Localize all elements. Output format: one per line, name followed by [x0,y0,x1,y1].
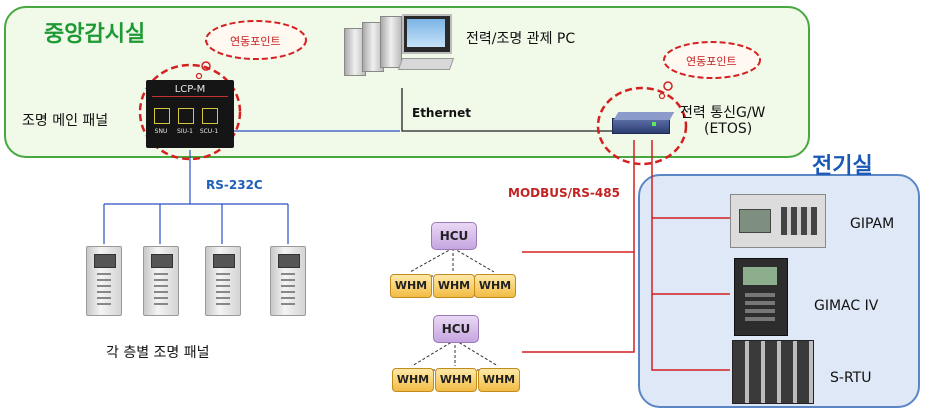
rs485-to-hcu-2 [522,252,635,353]
floor-panels-label: 각 층별 조명 패널 [106,345,210,361]
lcp-slot-siu: SIU-1 [177,128,193,135]
srtu-label: S-RTU [830,370,872,386]
main-panel-label: 조명 메인 패널 [22,113,109,129]
floor-panel-2 [143,246,179,316]
cloud-shape-right [663,41,761,79]
lcp-highlight-circle [138,63,242,161]
gateway-label-line2: (ETOS) [704,121,753,137]
srtu-device-icon [732,340,814,404]
central-room-title: 중앙감시실 [44,22,146,47]
gimac-device-icon [734,258,788,336]
whm-meter-1-1: WHM [390,274,432,298]
lcp-slot-snu: SNU [154,128,168,135]
whm-meter-1-3: WHM [474,274,516,298]
cloud-label-right: 연동포인트 [686,55,737,68]
electrical-room-title: 전기실 [812,154,873,179]
rs232c-label: RS-232C [206,178,263,192]
gipam-device-icon [730,194,826,248]
ethernet-line [401,88,612,132]
rs485-to-srtu [651,140,730,371]
modbus-label: MODBUS/RS-485 [508,186,620,200]
whm-meter-2-3: WHM [478,368,520,392]
gateway-label-line1: 전력 통신G/W [680,105,766,121]
floor-panel-3 [205,246,241,316]
hcu-unit-2: HCU [433,315,479,343]
floor-panel-1 [86,246,122,316]
gateway-device-icon [612,112,675,134]
gipam-label: GIPAM [850,216,895,232]
control-pc-label: 전력/조명 관제 PC [466,31,576,47]
gimac-label: GIMAC IV [814,298,879,314]
control-pc-icon [344,14,455,76]
cloud-shape-left [205,20,307,60]
ethernet-label: Ethernet [412,106,471,120]
lcp-slot-scu: SCU-1 [199,128,219,135]
lcp-title: LCP-M [174,84,206,95]
cloud-label-left: 연동포인트 [230,35,281,48]
whm-meter-2-2: WHM [435,368,477,392]
hcu-unit-1: HCU [431,222,477,250]
whm-meter-2-1: WHM [392,368,434,392]
gateway-highlight-circle [596,86,688,166]
floor-panel-4 [270,246,306,316]
whm-meter-1-2: WHM [433,274,475,298]
lcp-m-panel: LCP-M SNU SIU-1 SCU-1 [146,80,234,148]
